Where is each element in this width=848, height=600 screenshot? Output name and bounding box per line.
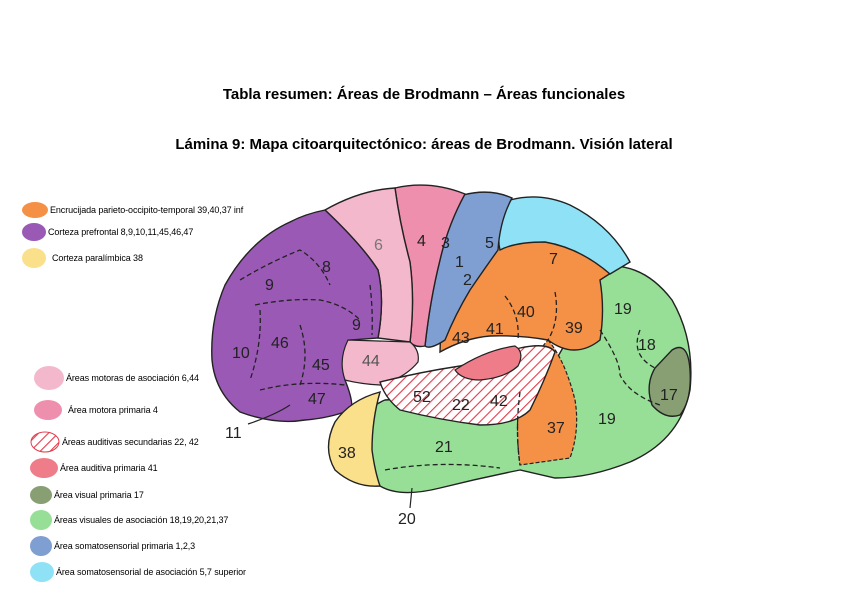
region-somato-association (498, 196, 631, 275)
area-label-47: 47 (308, 391, 326, 408)
legend-swatch (30, 562, 54, 582)
area-label-22: 22 (452, 397, 470, 414)
region-44 (341, 339, 419, 386)
pointer-lines (247, 404, 413, 509)
legend-label: Encrucijada parieto-occipito-temporal 39… (50, 205, 244, 215)
area-label-6: 6 (374, 237, 383, 254)
legend-item-motor-association: Áreas motoras de asociación 6,44 (34, 366, 199, 390)
area-label-46: 46 (271, 335, 289, 352)
region-paralimbic (327, 391, 382, 487)
area-label-38: 38 (338, 445, 356, 462)
legend-item-somato-association: Área somatosensorial de asociación 5,7 s… (30, 562, 246, 582)
legend-swatch (30, 536, 52, 556)
legend-item-auditory-primary: Área auditiva primaria 41 (30, 458, 158, 478)
legend-label: Áreas auditivas secundarias 22, 42 (62, 437, 199, 447)
legend-label: Área auditiva primaria 41 (60, 463, 158, 473)
legend-swatch (34, 366, 64, 390)
area-label-52: 52 (413, 389, 431, 406)
legend-label: Áreas motoras de asociación 6,44 (66, 373, 199, 383)
region-auditory-primary (454, 345, 522, 381)
area-label-4: 4 (417, 233, 426, 250)
legend-label: Corteza paralímbica 38 (52, 253, 143, 263)
legend-item-visual-association: Áreas visuales de asociación 18,19,20,21… (30, 510, 228, 530)
legend-item-auditory-secondary: Áreas auditivas secundarias 22, 42 (30, 431, 199, 453)
region-17 (648, 346, 691, 417)
area-label-19-lower: 19 (598, 411, 616, 428)
legend-swatch (30, 486, 52, 504)
area-label-37: 37 (547, 420, 565, 437)
legend-item-paralimbic: Corteza paralímbica 38 (22, 248, 143, 268)
page-subtitle: Lámina 9: Mapa citoarquitectónico: áreas… (175, 136, 673, 153)
legend-swatch (30, 510, 52, 530)
area-label-1: 1 (455, 254, 464, 271)
area-label-41: 41 (486, 321, 504, 338)
legend-swatch (22, 248, 46, 268)
page-title: Tabla resumen: Áreas de Brodmann – Áreas… (222, 86, 626, 103)
area-label-42: 42 (490, 393, 508, 410)
legend-item-motor-primary: Área motora primaria 4 (34, 400, 158, 420)
legend-label: Área somatosensorial de asociación 5,7 s… (56, 567, 246, 577)
legend-swatch (30, 458, 58, 478)
area-label-9-upper: 9 (265, 277, 274, 294)
legend-label: Corteza prefrontal 8,9,10,11,45,46,47 (48, 227, 194, 237)
area-label-10: 10 (232, 345, 250, 362)
area-label-5: 5 (485, 235, 494, 252)
legend-label: Áreas visuales de asociación 18,19,20,21… (54, 515, 229, 525)
area-label-19-upper: 19 (614, 301, 632, 318)
legend-item-crossroads: Encrucijada parieto-occipito-temporal 39… (22, 202, 243, 218)
area-label-43: 43 (452, 330, 470, 347)
area-label-20: 20 (398, 511, 416, 528)
area-label-39: 39 (565, 320, 583, 337)
legend-label: Área somatosensorial primaria 1,2,3 (54, 541, 196, 551)
legend-item-prefrontal: Corteza prefrontal 8,9,10,11,45,46,47 (22, 223, 193, 241)
legend-swatch (30, 431, 60, 453)
legend-item-somato-primary: Área somatosensorial primaria 1,2,3 (30, 536, 195, 556)
area-label-18: 18 (638, 337, 656, 354)
area-label-8: 8 (322, 259, 331, 276)
legend-label: Área motora primaria 4 (68, 405, 158, 415)
area-label-17: 17 (660, 387, 678, 404)
area-label-2: 2 (463, 272, 472, 289)
area-label-40: 40 (517, 304, 535, 321)
area-label-11: 11 (225, 425, 242, 442)
legend-swatch (34, 400, 62, 420)
area-label-45: 45 (312, 357, 330, 374)
area-label-44: 44 (362, 353, 380, 370)
region-visual-association (354, 265, 692, 494)
legend-swatch (22, 202, 48, 218)
area-label-21: 21 (435, 439, 453, 456)
legend-item-visual-primary: Área visual primaria 17 (30, 486, 144, 504)
legend-label: Área visual primaria 17 (54, 490, 144, 500)
area-label-9-lower: 9 (352, 317, 361, 334)
legend-swatch (22, 223, 46, 241)
area-label-7: 7 (549, 251, 558, 268)
area-label-3: 3 (441, 235, 450, 252)
internal-boundaries (239, 249, 661, 471)
